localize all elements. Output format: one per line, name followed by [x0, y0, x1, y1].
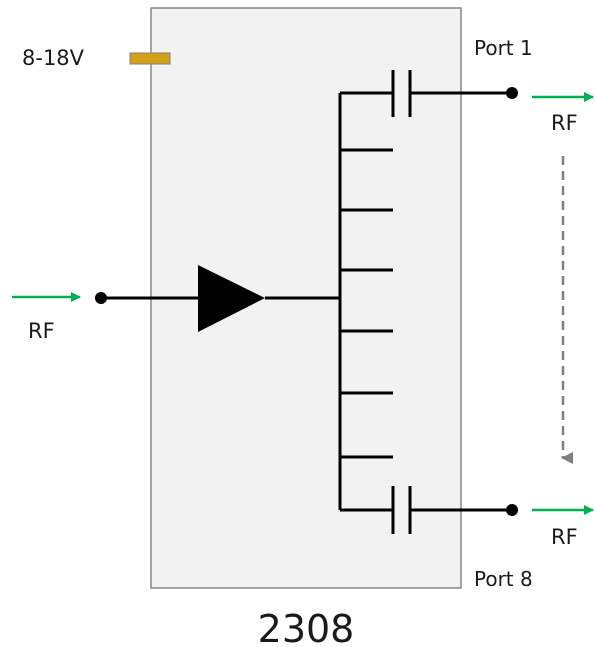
port-1-terminal-icon — [506, 87, 518, 99]
port-8-label: Port 8 — [474, 567, 533, 591]
intermediate-branches — [340, 148, 393, 459]
port-8-terminal-icon — [506, 504, 518, 516]
output-rf-label-bottom: RF — [551, 525, 578, 549]
output-rf-label-top: RF — [551, 111, 578, 135]
model-label: 2308 — [258, 607, 355, 647]
input-rf-label: RF — [28, 319, 55, 343]
amplifier-icon — [198, 265, 265, 332]
power-label: 8-18V — [22, 46, 85, 70]
power-connector — [129, 52, 171, 65]
port-1-label: Port 1 — [474, 36, 533, 60]
